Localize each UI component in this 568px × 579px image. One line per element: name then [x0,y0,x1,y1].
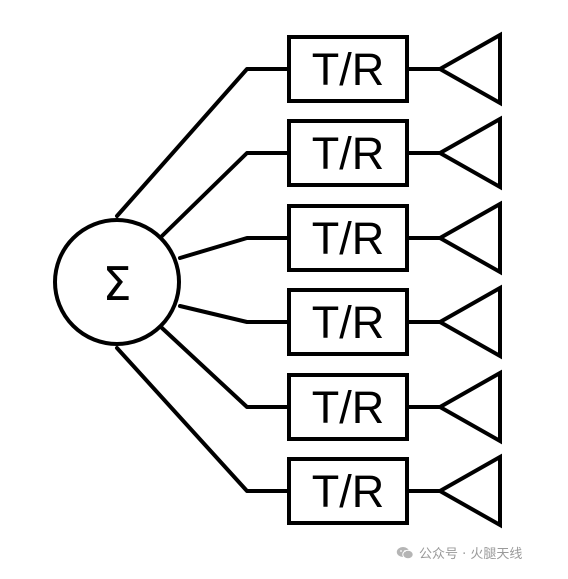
feed-lines [115,67,291,493]
tr-branch: T/R [287,31,502,107]
tr-branch: T/R [287,200,502,276]
tr-module-label: T/R [312,128,385,179]
watermark-text: 公众号 · 火腿天线 [419,547,523,562]
tr-module-box [287,373,409,441]
tr-module-box [287,457,409,525]
tr-module-label: T/R [312,44,385,95]
tr-module-box [287,288,409,356]
tr-branch: T/R [287,453,502,529]
tr-module-label: T/R [312,213,385,264]
tr-module-label: T/R [312,297,385,348]
feed-line [115,346,291,493]
tr-branch: T/R [287,115,502,191]
antenna-icon [435,369,502,445]
branches: T/R T/R T/R T/R T/R T/R [287,31,502,529]
watermark: 公众号 · 火腿天线 [396,543,522,562]
antenna-icon [435,115,502,191]
tr-module-label: T/R [312,466,385,517]
feed-line [160,326,291,409]
summer-circle [53,218,181,346]
antenna-icon [435,284,502,360]
feed-line [160,151,291,238]
antenna-icon [435,453,502,529]
feed-line [178,236,291,260]
tr-module-label: T/R [312,382,385,433]
wechat-icon [396,546,414,559]
summer-symbol: Σ [102,257,131,311]
feed-line [115,67,291,218]
tr-branch: T/R [287,369,502,445]
feed-line [178,304,291,324]
tr-module-box [287,119,409,187]
antenna-icon [435,200,502,276]
antenna-icon [435,31,502,107]
tr-branch: T/R [287,284,502,360]
